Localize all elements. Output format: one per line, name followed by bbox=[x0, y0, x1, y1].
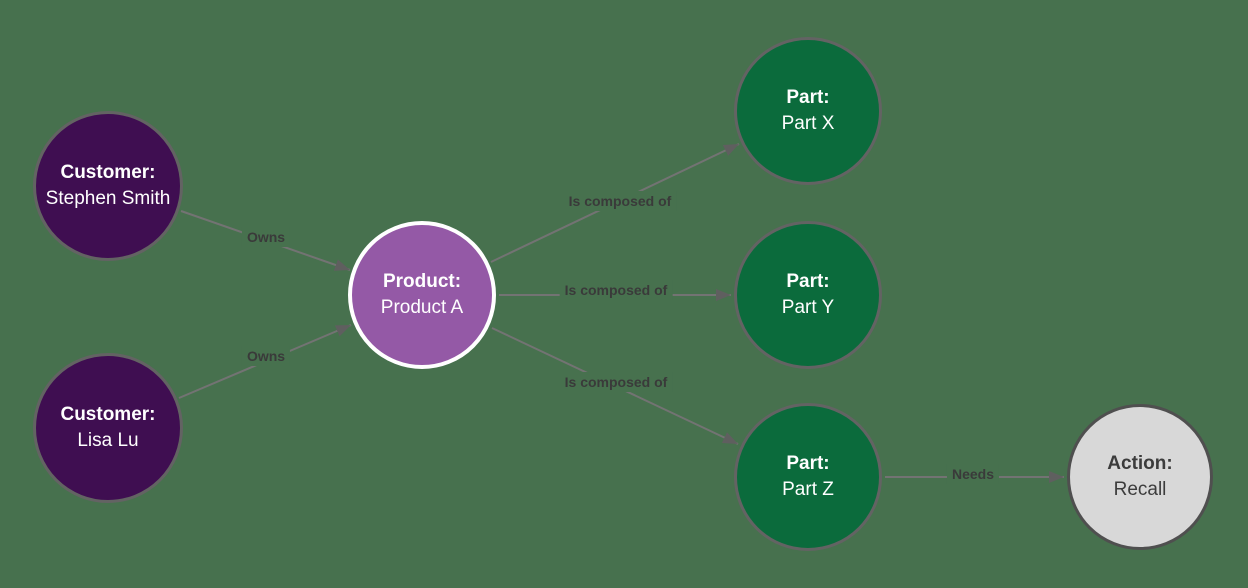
node-name: Product A bbox=[380, 297, 464, 318]
edge-label-owns-lisa[interactable]: Owns bbox=[241, 346, 291, 366]
node-part-y[interactable]: Part: Part Y bbox=[734, 221, 882, 369]
node-name: Part Z bbox=[782, 479, 834, 500]
node-customer-stephen-smith[interactable]: Customer: Stephen Smith bbox=[33, 111, 183, 261]
node-title: Part: bbox=[786, 453, 830, 474]
node-customer-lisa-lu[interactable]: Customer: Lisa Lu bbox=[33, 353, 183, 503]
node-name: Recall bbox=[1113, 479, 1167, 500]
node-name: Part Y bbox=[781, 297, 835, 318]
node-title: Part: bbox=[786, 87, 830, 108]
node-product-a[interactable]: Product: Product A bbox=[348, 221, 496, 369]
node-name: Part X bbox=[781, 113, 835, 134]
edge-label-needs[interactable]: Needs bbox=[946, 464, 1000, 484]
node-name: Stephen Smith bbox=[45, 188, 171, 209]
edge-label-composed-part-z[interactable]: Is composed of bbox=[559, 372, 673, 392]
node-title: Action: bbox=[1107, 453, 1173, 474]
node-name: Lisa Lu bbox=[77, 430, 139, 451]
node-title: Part: bbox=[786, 271, 830, 292]
node-part-x[interactable]: Part: Part X bbox=[734, 37, 882, 185]
edge-label-composed-part-x[interactable]: Is composed of bbox=[563, 191, 677, 211]
node-part-z[interactable]: Part: Part Z bbox=[734, 403, 882, 551]
node-title: Customer: bbox=[60, 162, 156, 183]
node-action-recall[interactable]: Action: Recall bbox=[1067, 404, 1213, 550]
edge-label-composed-part-y[interactable]: Is composed of bbox=[559, 280, 673, 300]
node-title: Product: bbox=[382, 271, 462, 292]
node-title: Customer: bbox=[60, 404, 156, 425]
edge-label-owns-stephen[interactable]: Owns bbox=[241, 227, 291, 247]
